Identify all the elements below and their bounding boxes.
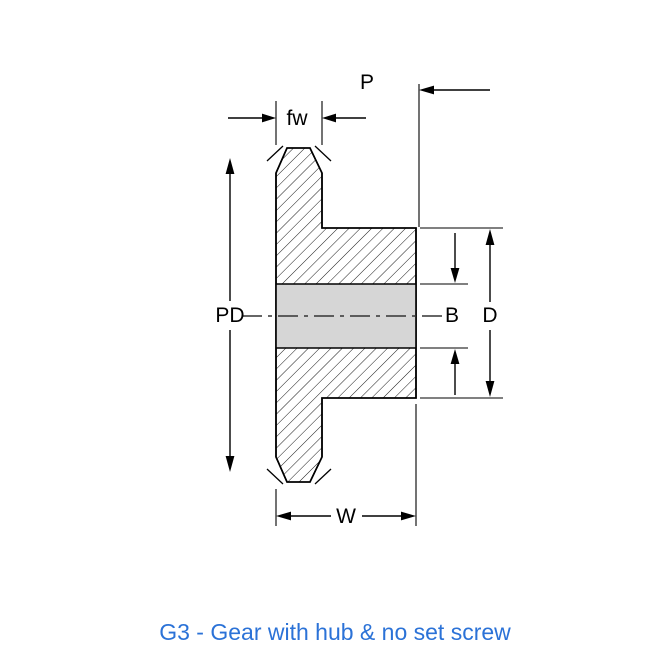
tick-bottom-right [314, 468, 332, 485]
dim-bore: B [420, 233, 468, 395]
width-label: W [336, 505, 356, 528]
dim-pitch-diameter: PD [215, 158, 245, 472]
pd-arrowhead-top-icon [225, 158, 235, 174]
width-arrowhead-left-icon [276, 511, 291, 521]
fw-arrowhead-left-icon [262, 113, 276, 123]
tooth-tick-marks [266, 145, 332, 485]
hub-dia-arrowhead-top-icon [485, 229, 495, 245]
gear-body-outline [275, 147, 417, 483]
pitch-label: P [360, 71, 374, 94]
dim-pitch: P [360, 71, 490, 227]
dim-face-width: fw [228, 101, 366, 145]
fw-arrowhead-right-icon [322, 113, 336, 123]
bore-arrowhead-upper-icon [450, 268, 460, 283]
pitch-arrowhead-icon [419, 85, 434, 95]
gear-section [266, 145, 417, 485]
dim-hub-diameter: D [420, 227, 503, 399]
caption-text: G3 - Gear with hub & no set screw [159, 619, 511, 645]
bore-arrowhead-lower-icon [450, 349, 460, 364]
pd-label: PD [215, 304, 244, 327]
tick-top-left [266, 145, 284, 162]
width-arrowhead-right-icon [401, 511, 416, 521]
dim-overall-width: W [275, 404, 417, 528]
hub-dia-arrowhead-bottom-icon [485, 381, 495, 397]
bore-label: B [445, 304, 459, 327]
fw-label: fw [287, 107, 309, 130]
hub-diameter-label: D [482, 304, 497, 327]
tick-top-right [314, 145, 332, 162]
tick-bottom-left [266, 468, 284, 485]
pd-arrowhead-bottom-icon [225, 456, 235, 472]
